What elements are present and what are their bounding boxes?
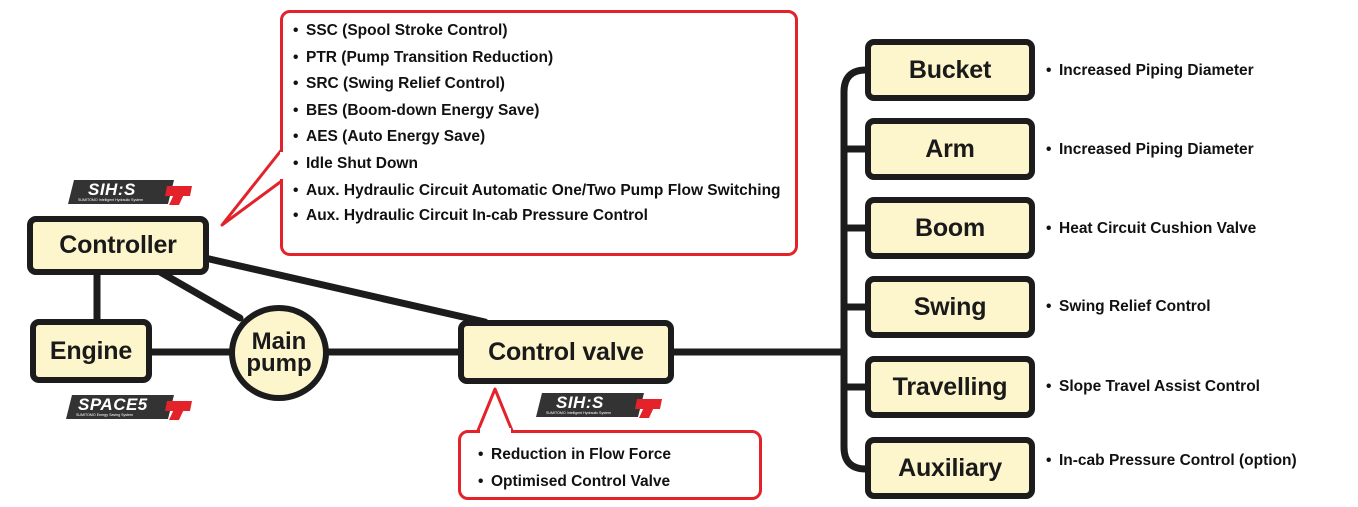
engine-label: Engine xyxy=(49,336,133,365)
actuator-feature-text: Heat Circuit Cushion Valve xyxy=(1046,221,1256,237)
actuator-feature-text: Slope Travel Assist Control xyxy=(1046,379,1260,395)
valve-feature-item: Optimised Control Valve xyxy=(478,473,759,491)
controller-feature-item: PTR (Pump Transition Reduction) xyxy=(293,49,785,67)
space5-logo-tagline: SUMITOMO Energy Saving System xyxy=(76,413,133,417)
actuator-bucket-node: Bucket xyxy=(865,39,1035,101)
controller-feature-item: Idle Shut Down xyxy=(293,155,785,173)
controller-label: Controller xyxy=(59,231,177,259)
actuator-label: Swing xyxy=(913,292,987,321)
controller-node: Controller xyxy=(27,216,209,275)
actuator-travelling-node: Travelling xyxy=(865,356,1035,418)
main-pump-node: Main pump xyxy=(229,305,329,401)
pointer-joint xyxy=(480,428,511,434)
line-controller-pump xyxy=(156,268,244,322)
actuator-label: Bucket xyxy=(908,55,992,84)
space5-logo: SPACE5 SUMITOMO Energy Saving System PLU… xyxy=(66,395,193,420)
actuator-arm-node: Arm xyxy=(865,118,1035,180)
actuator-label: Arm xyxy=(925,134,975,163)
valve-callout-pointer xyxy=(475,387,515,435)
pointer-joint xyxy=(280,152,286,179)
line-controller-valve xyxy=(201,254,489,326)
actuator-label: Boom xyxy=(914,213,986,242)
sihs-logo-text: SIH:S xyxy=(88,180,136,199)
valve-features-callout: Reduction in Flow Force Optimised Contro… xyxy=(458,430,762,500)
control-valve-node: Control valve xyxy=(458,320,674,384)
controller-feature-item: Aux. Hydraulic Circuit In-cab Pressure C… xyxy=(293,207,785,225)
plus-text: PLUS xyxy=(651,393,663,398)
actuator-feature-text: Increased Piping Diameter xyxy=(1046,63,1254,79)
sihs-logo-text: SIH:S xyxy=(556,393,604,412)
sihs-logo: SIH:S SUMITOMO Intelligent Hydraulic Sys… xyxy=(536,393,663,418)
valve-features-list: Reduction in Flow Force Optimised Contro… xyxy=(478,446,759,491)
valve-feature-item: Reduction in Flow Force xyxy=(478,446,759,464)
controller-feature-item: SSC (Spool Stroke Control) xyxy=(293,22,785,40)
controller-feature-item: BES (Boom-down Energy Save) xyxy=(293,102,785,120)
actuator-feature-text: Swing Relief Control xyxy=(1046,299,1211,315)
space5-logo-text: SPACE5 xyxy=(78,395,148,414)
sihs-logo-tagline: SUMITOMO Intelligent Hydraulic System xyxy=(78,198,143,202)
actuator-label: Auxiliary xyxy=(898,453,1002,482)
line-bus xyxy=(840,66,870,473)
main-pump-label-line1: Main xyxy=(251,328,307,355)
control-valve-label: Control valve xyxy=(488,337,644,366)
actuator-boom-node: Boom xyxy=(865,197,1035,259)
controller-features-callout: SSC (Spool Stroke Control) PTR (Pump Tra… xyxy=(280,10,798,256)
engine-node: Engine xyxy=(30,319,152,383)
controller-features-list: SSC (Spool Stroke Control) PTR (Pump Tra… xyxy=(293,22,785,225)
plus-text: PLUS xyxy=(181,180,193,185)
sihs-logo-tagline: SUMITOMO Intelligent Hydraulic System xyxy=(546,411,611,415)
controller-feature-item: SRC (Swing Relief Control) xyxy=(293,75,785,93)
sihs-logo: SIH:S SUMITOMO Intelligent Hydraulic Sys… xyxy=(68,180,193,205)
plus-text: PLUS xyxy=(181,395,193,400)
controller-feature-item: Aux. Hydraulic Circuit Automatic One/Two… xyxy=(293,182,786,199)
controller-callout-pointer xyxy=(220,146,285,227)
actuator-swing-node: Swing xyxy=(865,276,1035,338)
actuator-feature-text: Increased Piping Diameter xyxy=(1046,142,1254,158)
actuator-feature-text: In-cab Pressure Control (option) xyxy=(1046,453,1309,469)
controller-feature-item: AES (Auto Energy Save) xyxy=(293,128,785,146)
main-pump-label-line2: pump xyxy=(246,350,312,377)
actuator-label: Travelling xyxy=(892,372,1008,401)
actuator-auxiliary-node: Auxiliary xyxy=(865,437,1035,499)
